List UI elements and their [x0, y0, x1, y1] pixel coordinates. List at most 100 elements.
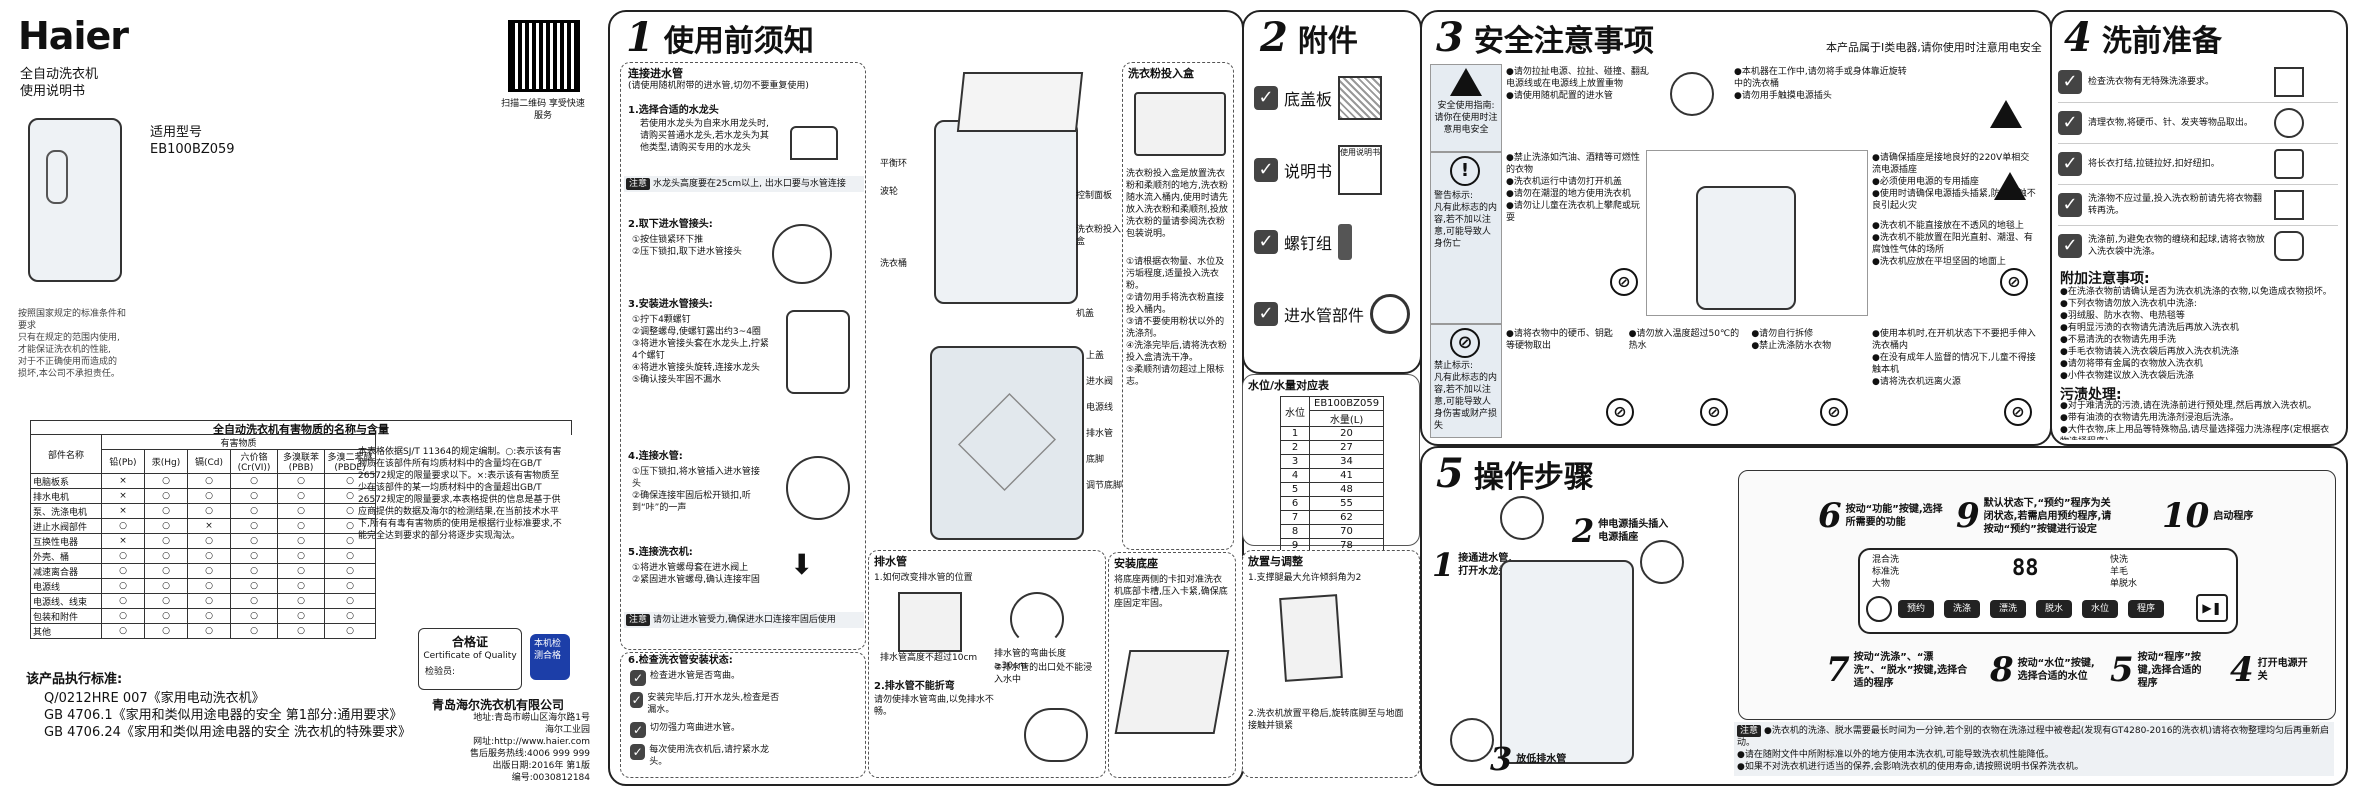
substance-cell: ○ — [277, 608, 325, 624]
table-row: 外壳、桶○○○○○○ — [30, 548, 376, 564]
substance-cell: ○ — [277, 623, 325, 639]
company-info: 地址:青岛市崂山区海尔路1号海尔工业园网址:http://www.haier.c… — [470, 713, 591, 783]
warn1-text: 安全使用指南:请你在使用时注意用电安全 — [1434, 101, 1498, 135]
substance-cell: × — [101, 473, 145, 489]
back-view-labels: 上盖进水阀电源线排水管底脚调节底脚 — [1086, 351, 1123, 491]
step1-label: 1.选择合适的水龙头 — [628, 105, 719, 116]
warning-triangle-icon — [1450, 68, 1482, 96]
substance-cell: × — [187, 518, 231, 534]
table-row: 电源线、线束○○○○○○ — [30, 593, 376, 609]
hose-connector-icon — [772, 224, 832, 284]
water-volume-cell: 41 — [1308, 468, 1385, 483]
water-level-button[interactable]: 水位 — [2082, 600, 2118, 618]
substance-cell: ○ — [324, 548, 376, 564]
water-volume-cell: 27 — [1308, 440, 1385, 455]
detergent-desc: 洗衣粉投入盒是放置洗衣粉和柔顺剂的地方,洗衣粉随水流入桶内,使用时请先放入洗衣粉… — [1126, 169, 1228, 239]
substance-cell: ○ — [187, 608, 231, 624]
substance-cell: ○ — [187, 623, 231, 639]
check-icon: ✓ — [2058, 193, 2082, 217]
connector-install-icon — [786, 310, 850, 394]
hazard-table-title: 全自动洗衣机有害物质的名称与含量 — [30, 420, 572, 436]
qr-code — [508, 20, 580, 92]
dirt-notes: ●对于难清洗的污渍,请在洗涤前进行预处理,然后再放入洗衣机。●带有油渍的衣物请先… — [2060, 401, 2330, 440]
program-button[interactable]: 程序 — [2128, 600, 2164, 618]
safety-r1: ●请勿拉扯电源、拉扯、碰撞、翻乱电源线或在电源线上放置重物●请使用随机配置的进水… — [1506, 67, 1649, 101]
substance-cell: ○ — [144, 578, 188, 594]
rinse-button[interactable]: 漂洗 — [1990, 600, 2026, 618]
wash-button[interactable]: 洗涤 — [1944, 600, 1980, 618]
substance-cell: ○ — [277, 518, 325, 534]
water-volume-cell: 55 — [1308, 496, 1385, 511]
washer-back-view — [930, 346, 1084, 540]
washer-operation-illustration — [1500, 560, 1634, 764]
substance-cell: ○ — [101, 518, 145, 534]
table-row: 进止水阀部件○○×○○○ — [30, 518, 376, 534]
standards-title: 该产品执行标准: — [26, 672, 123, 687]
water-volume-cell: 48 — [1308, 482, 1385, 497]
section-prewash — [2050, 10, 2348, 446]
start-pause-button[interactable]: ▶❚ — [2196, 594, 2228, 622]
substance-cell: ○ — [144, 503, 188, 519]
substance-cell: ○ — [230, 623, 278, 639]
substance-cell: ○ — [144, 608, 188, 624]
substance-cell: ○ — [277, 503, 325, 519]
hazard-table-note: 本表格依据SJ/T 11364的规定编制。○:表示该有害物质在该部件所有均质材料… — [358, 447, 562, 541]
table-row: 排水电机×○○○○○ — [30, 488, 376, 504]
substance-cell: ○ — [230, 488, 278, 504]
manual-icon: 使用说明书 — [1338, 145, 1383, 195]
substance-cell: ○ — [187, 488, 231, 504]
dirt-title: 污渍处理: — [2060, 387, 2122, 403]
water-level-cell: 8 — [1280, 524, 1310, 539]
check-icon: ✓ — [2058, 111, 2082, 135]
spin-button[interactable]: 脱水 — [2036, 600, 2072, 618]
water-volume-cell: 20 — [1308, 426, 1385, 441]
substance-cell: ○ — [277, 578, 325, 594]
faucet-icon — [790, 126, 838, 160]
step2-label: 2.取下进水管接头: — [628, 219, 713, 230]
substance-cell: × — [101, 503, 145, 519]
detergent-items: ①请根据衣物量、水位及污垢程度,适量投入洗衣粉。②请勿用手将洗衣粉直接投入桶内。… — [1126, 257, 1227, 387]
substance-cell: ○ — [230, 608, 278, 624]
table-row: 泵、洗涤电机×○○○○○ — [30, 503, 376, 519]
safety-r7: ●使用本机时,在开机状态下不要把手伸入洗衣桶内●在没有成年人监督的情况下,儿童不… — [1872, 329, 2036, 387]
connect-hose-title: 连接进水管 — [628, 67, 683, 80]
top-view-labels-right: 控制面板洗衣粉投入盒机盖 — [1076, 191, 1122, 319]
substance-cell: ○ — [144, 473, 188, 489]
substance-cell: ○ — [230, 593, 278, 609]
part-name-cell: 互换性电器 — [30, 533, 102, 549]
quality-badge: 本机检测合格 — [530, 634, 570, 680]
check-icon: ✓ — [1254, 230, 1278, 254]
part-name-cell: 电源线、线束 — [30, 593, 102, 609]
part-name-cell: 减速离合器 — [30, 563, 102, 579]
certificate: 合格证 Certificate of Quality 检验员: — [418, 628, 522, 690]
control-panel — [1858, 548, 2238, 634]
power-button[interactable] — [1866, 596, 1892, 622]
drain-title: 排水管 — [874, 555, 907, 568]
tilt-illustration — [1279, 594, 1343, 682]
substance-cell: ○ — [277, 563, 325, 579]
safety-r5: ●洗衣机不能直接放在不透风的地毯上●洗衣机不能放置在阳光直射、潮湿、有腐蚀性气体… — [1872, 221, 2033, 267]
check-icon: ✓ — [630, 744, 646, 760]
substance-cell: ○ — [144, 548, 188, 564]
part-name-cell: 包装和附件 — [30, 608, 102, 624]
part-name-cell: 外壳、桶 — [30, 548, 102, 564]
check-icon: ✓ — [630, 670, 646, 686]
substance-cell: ○ — [144, 563, 188, 579]
prewash-rows: ✓检查洗衣物有无特殊洗涤要求。 ✓清理衣物,将硬币、针、发夹等物品取出。 ✓将长… — [2058, 62, 2338, 266]
substance-cell: × — [101, 488, 145, 504]
hose-check-list: ✓检查进水管是否弯曲。 ✓安装完毕后,打开水龙头,检查是否漏水。 ✓切勿强力弯曲… — [630, 670, 780, 767]
step1-note: 注意水龙头高度要在25cm以上, 出水口要与水管连接 — [624, 176, 864, 192]
check-icon: ✓ — [1254, 86, 1278, 110]
qr-caption: 扫描二维码 享受快速服务 — [501, 99, 585, 121]
part-name-cell: 排水电机 — [30, 488, 102, 504]
substance-cell: ○ — [144, 623, 188, 639]
safety-top-note: 本产品属于I类电器,请你使用时注意用电安全 — [1826, 41, 2042, 54]
reserve-button[interactable]: 预约 — [1898, 600, 1934, 618]
check-icon: ✓ — [2058, 70, 2082, 94]
